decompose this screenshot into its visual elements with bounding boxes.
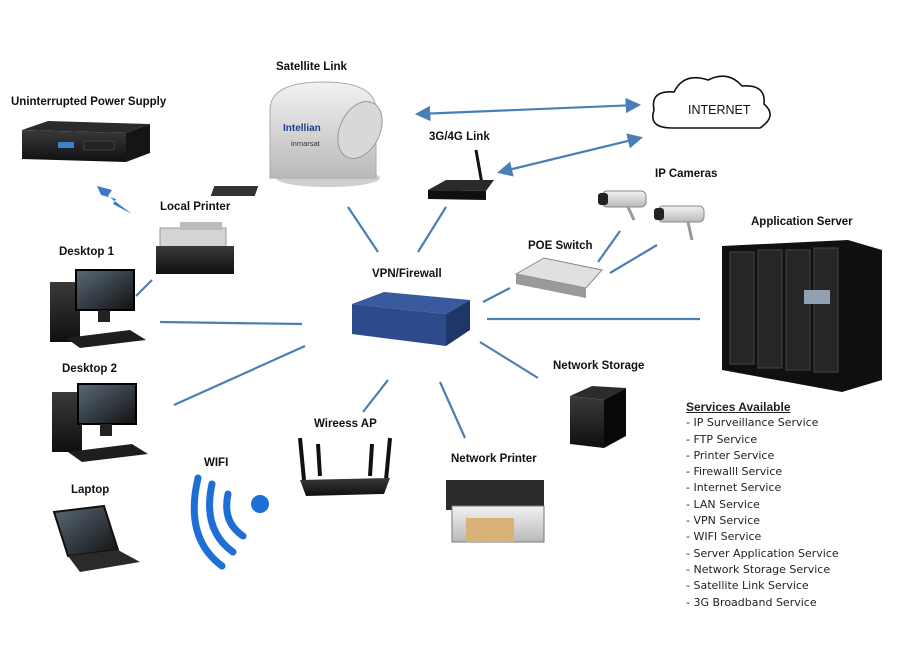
line-storage-firewall: [479, 341, 539, 379]
ip-cameras-label: IP Cameras: [655, 168, 718, 180]
line-satellite-firewall: [347, 206, 379, 253]
vpn-firewall-label: VPN/Firewall: [372, 268, 442, 280]
service-item: LAN Service: [686, 497, 839, 513]
service-item: Server Application Service: [686, 546, 838, 562]
ip-camera-icon: [654, 205, 705, 241]
desktop1-label: Desktop 1: [59, 246, 114, 258]
services-title: Services Available: [686, 400, 791, 414]
service-item: WIFI Service: [686, 529, 839, 545]
service-item: Firewalll Service: [686, 464, 839, 480]
services-panel: Services Available IP Surveillance Servi…: [686, 399, 839, 611]
application-server-label: Application Server: [751, 216, 853, 228]
wifi-label: WIFI: [204, 457, 229, 469]
laptop-device: [52, 504, 140, 572]
line-desktop1-printer: [135, 279, 153, 297]
ups-device: [22, 121, 150, 162]
line-desktop2-firewall: [173, 344, 306, 407]
network-printer-device: [446, 480, 545, 543]
ups-label: Uninterrupted Power Supply: [11, 96, 167, 108]
line-3g-firewall: [417, 206, 447, 253]
service-item: FTP Service: [686, 432, 839, 448]
application-server-device: [722, 240, 882, 392]
local-printer-label: Local Printer: [160, 201, 231, 213]
line-desktop1-firewall: [159, 320, 303, 326]
wireless-ap-label: Wireess AP: [314, 418, 377, 430]
satellite-brand-text: Intellian: [283, 123, 321, 134]
service-item: Internet Service: [686, 480, 839, 496]
vpn-firewall-device: [352, 292, 470, 346]
service-item: IP Surveillance Service: [686, 415, 839, 431]
network-storage-device: [570, 386, 626, 448]
service-item: 3G Broadband Service: [686, 595, 839, 611]
laptop-label: Laptop: [71, 484, 110, 496]
satellite-sub-text: inmarsat: [291, 139, 321, 148]
services-list: IP Surveillance Service FTP Service Prin…: [686, 415, 839, 611]
internet-cloud-icon: [652, 75, 771, 129]
network-printer-label: Network Printer: [451, 453, 537, 465]
local-printer-device: [156, 222, 234, 274]
satellite-link-label: Satellite Link: [276, 61, 347, 73]
desktop2-label: Desktop 2: [62, 363, 117, 375]
service-item: Printer Service: [686, 448, 839, 464]
3g-router-device: [428, 149, 494, 200]
arrow-3g-internet: [497, 133, 643, 177]
network-storage-label: Network Storage: [553, 360, 645, 372]
service-item: Satellite Link Service: [686, 578, 839, 594]
line-netprinter-firewall: [438, 381, 467, 439]
desktop1-device: [50, 269, 146, 348]
line-poe-camera1: [597, 230, 621, 263]
poe-switch-label: POE Switch: [528, 240, 593, 252]
line-poe-camera2: [609, 244, 658, 274]
satellite-dish-device: [210, 81, 383, 196]
wireless-ap-device: [298, 437, 392, 496]
wifi-icon: [190, 474, 269, 570]
connector-lines: [135, 97, 700, 439]
poe-switch-device: [514, 257, 603, 298]
line-poe-firewall: [482, 287, 511, 303]
service-item: VPN Service: [686, 513, 839, 529]
internet-label: INTERNET: [688, 103, 751, 117]
service-item: Network Storage Service: [686, 562, 839, 578]
desktop2-device: [52, 383, 148, 462]
line-ap-firewall: [362, 379, 389, 413]
3g4g-link-label: 3G/4G Link: [429, 131, 490, 143]
power-bolt-icon: [97, 186, 132, 214]
arrow-satellite-internet: [414, 97, 642, 122]
ip-camera-icon: [598, 190, 647, 221]
